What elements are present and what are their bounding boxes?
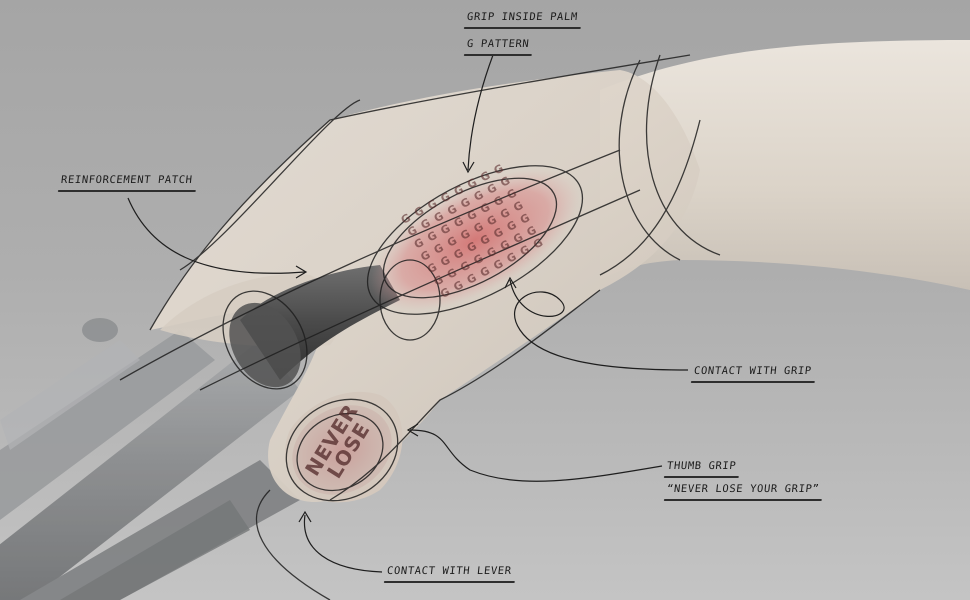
handlebar — [0, 318, 300, 600]
thumb-grip-zone — [292, 405, 392, 495]
label-thumb-grip: THUMB GRIP — [663, 460, 740, 478]
label-contact-with-grip: CONTACT WITH GRIP — [690, 365, 815, 383]
label-underline — [690, 381, 815, 383]
label-thumb-grip-slogan: “NEVER LOSE YOUR GRIP” — [663, 483, 823, 501]
leader-lines — [127, 54, 689, 573]
label-underline — [383, 581, 515, 583]
leader-contact-grip — [509, 279, 689, 371]
label-underline — [463, 27, 581, 29]
label-underline — [663, 499, 823, 501]
label-grip-inside-palm: GRIP INSIDE PALM — [463, 11, 581, 29]
label-underline — [663, 476, 740, 478]
forearm — [600, 40, 970, 290]
label-reinforcement-patch: REINFORCEMENT PATCH — [57, 174, 196, 192]
label-underline — [463, 54, 533, 56]
label-contact-with-lever: CONTACT WITH LEVER — [383, 565, 515, 583]
leader-contact-lever — [303, 514, 383, 573]
label-g-pattern: G PATTERN — [463, 38, 533, 56]
leader-reinforcement — [127, 197, 306, 274]
leader-thumb-grip — [409, 429, 663, 482]
sketch-lines — [119, 54, 721, 600]
palm-grip-zone — [370, 169, 580, 311]
label-underline — [57, 190, 196, 192]
leader-g-pattern — [467, 54, 494, 171]
